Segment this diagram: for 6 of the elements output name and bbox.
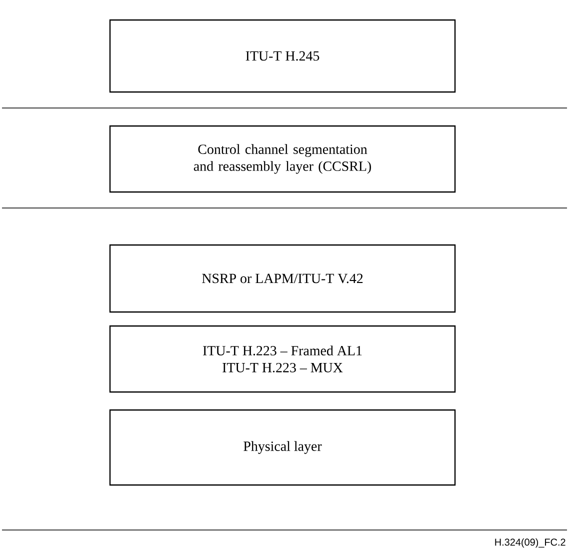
layer-box: Physical layer — [109, 409, 456, 486]
layer-box: ITU-T H.245 — [109, 19, 456, 93]
layer-box: NSRP or LAPM/ITU-T V.42 — [109, 244, 456, 313]
layer-box: ITU-T H.223 – Framed AL1 ITU-T H.223 – MUX — [109, 325, 456, 393]
layer-box: Control channel segmentation and reassembly layer (CCSRL) — [109, 125, 456, 193]
figure-id: H.324(09)_FC.2 — [495, 538, 566, 548]
